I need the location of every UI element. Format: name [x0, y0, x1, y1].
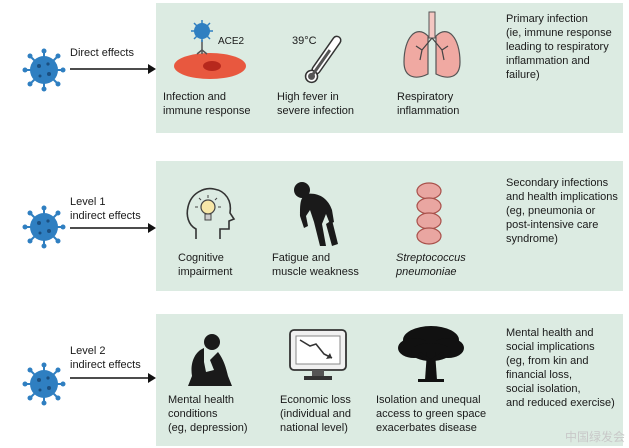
ace2-label: ACE2 — [218, 36, 245, 47]
virus-icon — [22, 48, 66, 92]
bacteria-chain-icon — [416, 182, 442, 245]
virus-icon — [22, 205, 66, 249]
caption-streptococcus: Streptococcus pneumoniae — [396, 252, 466, 278]
row-label-level2: Level 2 indirect effects — [70, 345, 141, 371]
caption-infection: Infection and immune response — [163, 91, 251, 117]
caption-economic: Economic loss (individual and national l… — [280, 394, 351, 434]
panel-level1 — [156, 161, 623, 291]
thermometer-icon — [304, 35, 342, 84]
caption-fever: High fever in severe infection — [277, 91, 355, 117]
row-label-direct: Direct effects — [70, 47, 134, 59]
head-bulb-icon — [186, 187, 236, 239]
cell-infection-icon — [174, 20, 246, 79]
lungs-icon — [403, 11, 461, 78]
sad-person-icon — [188, 334, 232, 386]
row-label-level1: Level 1 indirect effects — [70, 196, 141, 222]
description-level1: Secondary infections and health implicat… — [506, 177, 618, 245]
caption-isolation: Isolation and unequal access to green sp… — [376, 394, 487, 434]
arrow-right-icon — [70, 373, 156, 383]
caption-cognitive: Cognitive impairment — [178, 252, 233, 278]
description-level2: Mental health and social implications (e… — [506, 327, 615, 409]
temperature-label: 39°C — [292, 35, 317, 47]
arrow-right-icon — [70, 223, 156, 233]
falling-chart-monitor-icon — [289, 329, 347, 380]
caption-mental-health: Mental health conditions (eg, depression… — [168, 394, 248, 434]
virus-icon — [22, 362, 66, 406]
tired-person-icon — [294, 182, 338, 246]
caption-respiratory: Respiratory inflammation — [397, 91, 460, 117]
watermark: 中国绿发会 — [564, 430, 625, 444]
description-direct: Primary infection (ie, immune response l… — [506, 13, 612, 81]
caption-fatigue: Fatigue and muscle weakness — [272, 252, 359, 278]
panel-level2 — [156, 314, 623, 446]
tree-icon — [398, 326, 464, 382]
arrow-right-icon — [70, 64, 156, 74]
